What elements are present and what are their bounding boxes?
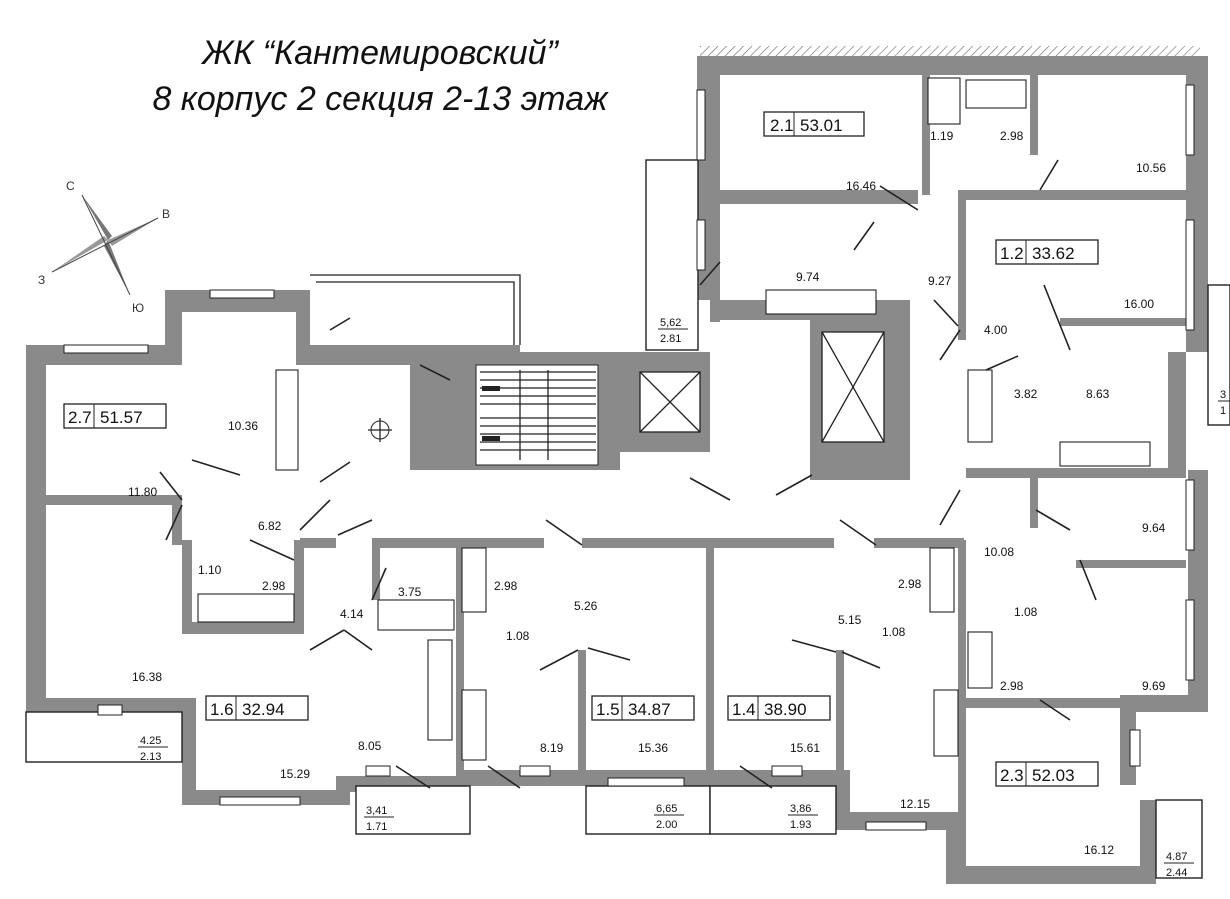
balcony-area-total: 3,41 bbox=[366, 805, 387, 817]
room-area: 2.98 bbox=[1000, 129, 1024, 143]
balcony-label: 5,62 2.81 bbox=[658, 317, 688, 345]
room-area: 15.29 bbox=[280, 767, 310, 781]
balconies bbox=[25, 159, 1230, 879]
balcony-area-reduced: 2.44 bbox=[1166, 867, 1187, 879]
internal-walls bbox=[46, 75, 1186, 870]
fixtures bbox=[197, 77, 1151, 761]
compass-north: С bbox=[66, 179, 75, 193]
room-area: 12.15 bbox=[900, 797, 930, 811]
unit-label-2-3[interactable]: 2.3 52.03 bbox=[995, 761, 1099, 787]
balcony-area-reduced: 1.71 bbox=[366, 821, 387, 833]
unit-area: 51.57 bbox=[100, 408, 143, 427]
balcony-area-reduced: 1 bbox=[1220, 405, 1226, 417]
room-area: 10.56 bbox=[1136, 161, 1166, 175]
room-area: 1.08 bbox=[882, 625, 906, 639]
balcony-label: 3 1 bbox=[1218, 389, 1230, 417]
unit-id: 1.2 bbox=[1000, 244, 1024, 263]
unit-id: 1.5 bbox=[596, 700, 620, 719]
room-area: 4.14 bbox=[340, 607, 364, 621]
compass-south: Ю bbox=[132, 301, 144, 315]
balcony-area-reduced: 2.00 bbox=[656, 819, 677, 831]
balcony-label: 6,65 2.00 bbox=[654, 803, 684, 831]
unit-label-2-7[interactable]: 2.7 51.57 bbox=[63, 403, 167, 429]
room-area: 16.46 bbox=[846, 179, 876, 193]
balcony-area-reduced: 2.81 bbox=[660, 333, 681, 345]
room-area: 16.00 bbox=[1124, 297, 1154, 311]
balcony-area-reduced: 2.13 bbox=[140, 751, 161, 763]
unit-area: 38.90 bbox=[764, 700, 807, 719]
balcony-label: 4.87 2.44 bbox=[1164, 851, 1194, 879]
room-area: 8.63 bbox=[1086, 387, 1110, 401]
room-area: 16.12 bbox=[1084, 843, 1114, 857]
balcony-area-total: 5,62 bbox=[660, 317, 681, 329]
unit-id: 2.3 bbox=[1000, 766, 1024, 785]
room-area: 5.15 bbox=[838, 613, 862, 627]
room-area: 6.82 bbox=[258, 519, 282, 533]
room-area: 8.19 bbox=[540, 741, 564, 755]
balcony-area-total: 4.25 bbox=[140, 735, 161, 747]
unit-area: 33.62 bbox=[1032, 244, 1075, 263]
room-areas: 16.46 1.19 2.98 10.56 9.74 9.27 16.00 4.… bbox=[128, 129, 1166, 857]
room-area: 11.80 bbox=[128, 485, 157, 499]
room-area: 16.38 bbox=[132, 670, 162, 684]
room-area: 3.75 bbox=[398, 585, 422, 599]
balcony-area-total: 4.87 bbox=[1166, 851, 1187, 863]
room-area: 10.36 bbox=[228, 419, 258, 433]
balcony-area-total: 6,65 bbox=[656, 803, 677, 815]
balcony-label: 3,41 1.71 bbox=[364, 805, 394, 833]
compass-rose: С В Ю З bbox=[38, 179, 170, 315]
unit-id: 2.7 bbox=[68, 408, 92, 427]
room-area: 9.64 bbox=[1142, 521, 1166, 535]
room-area: 15.61 bbox=[790, 741, 820, 755]
plan-title: ЖК “Кантемировский” 8 корпус 2 секция 2-… bbox=[0, 30, 760, 122]
unit-area: 32.94 bbox=[242, 700, 285, 719]
unit-area: 34.87 bbox=[628, 700, 671, 719]
room-area: 3.82 bbox=[1014, 387, 1038, 401]
unit-id: 1.6 bbox=[210, 700, 234, 719]
unit-area: 53.01 bbox=[800, 116, 843, 135]
room-area: 1.10 bbox=[198, 563, 222, 577]
balcony-label: 4.25 2.13 bbox=[138, 735, 168, 763]
room-area: 10.08 bbox=[984, 545, 1014, 559]
room-area: 2.98 bbox=[898, 577, 922, 591]
room-area: 5.26 bbox=[574, 599, 598, 613]
room-area: 2.98 bbox=[494, 579, 518, 593]
balcony-area-reduced: 1.93 bbox=[790, 819, 811, 831]
title-line-complex: ЖК “Кантемировский” bbox=[202, 34, 558, 72]
stairs bbox=[480, 370, 596, 460]
balcony-area-total: 3 bbox=[1220, 389, 1226, 401]
unit-label-1-6[interactable]: 1.6 32.94 bbox=[205, 695, 309, 721]
room-area: 9.69 bbox=[1142, 679, 1166, 693]
room-area: 1.08 bbox=[506, 629, 530, 643]
unit-id: 1.4 bbox=[732, 700, 756, 719]
compass-west: З bbox=[38, 273, 45, 287]
balcony-label: 3,86 1.93 bbox=[788, 803, 818, 831]
room-area: 1.08 bbox=[1014, 605, 1038, 619]
unit-label-1-2[interactable]: 1.2 33.62 bbox=[995, 239, 1099, 265]
balcony-area-total: 3,86 bbox=[790, 803, 811, 815]
windows bbox=[63, 84, 1195, 831]
room-area: 9.27 bbox=[928, 274, 952, 288]
room-area: 4.00 bbox=[984, 323, 1008, 337]
doors bbox=[159, 159, 1097, 789]
room-area: 2.98 bbox=[1000, 679, 1024, 693]
roof-hatch bbox=[700, 46, 1200, 56]
unit-id: 2.1 bbox=[770, 116, 794, 135]
room-area: 1.19 bbox=[930, 129, 954, 143]
unit-area: 52.03 bbox=[1032, 766, 1075, 785]
compass-east: В bbox=[162, 207, 170, 221]
room-area: 2.98 bbox=[262, 579, 286, 593]
room-area: 9.74 bbox=[796, 270, 820, 284]
unit-label-2-1[interactable]: 2.1 53.01 bbox=[763, 111, 865, 137]
unit-label-1-5[interactable]: 1.5 34.87 bbox=[591, 695, 695, 721]
title-line-floor: 8 корпус 2 секция 2-13 этаж bbox=[152, 80, 608, 118]
unit-label-1-4[interactable]: 1.4 38.90 bbox=[727, 695, 831, 721]
room-area: 15.36 bbox=[638, 741, 668, 755]
room-area: 8.05 bbox=[358, 739, 382, 753]
